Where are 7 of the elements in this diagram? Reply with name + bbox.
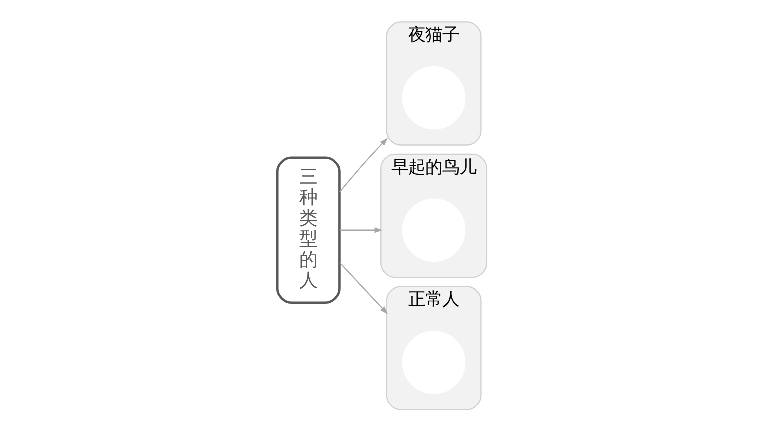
cluster: 正常人 (386, 286, 482, 410)
cluster: 夜猫子 (386, 22, 482, 146)
node-box: 三种类型的人 (276, 156, 341, 304)
arrow (340, 262, 388, 314)
arrow (340, 138, 388, 193)
arrow (340, 228, 383, 234)
cluster: 早起的鸟儿 (380, 154, 488, 278)
